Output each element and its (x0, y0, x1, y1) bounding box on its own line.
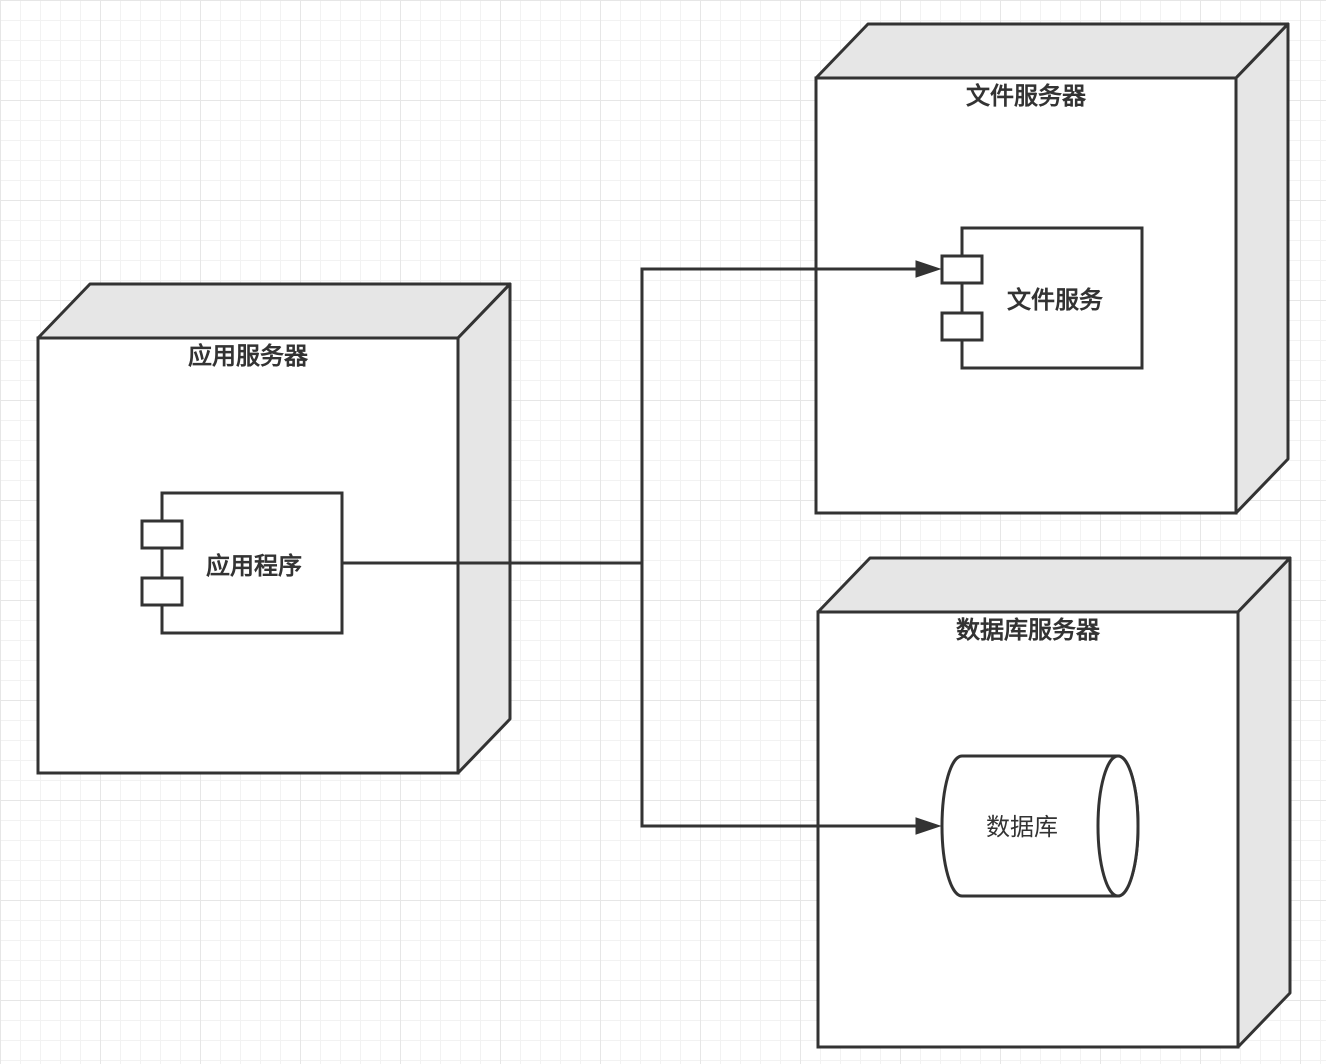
file-server-title: 文件服务器 (966, 82, 1087, 110)
application-component[interactable]: 应用程序 (140, 491, 344, 635)
connector-app-to-database[interactable] (640, 563, 920, 828)
application-component-port-top (140, 519, 184, 550)
app-server-node[interactable]: 应用服务器 (36, 282, 512, 775)
file-service-component-port-top (940, 254, 984, 285)
file-service-component-port-bottom (940, 311, 984, 342)
db-server-title: 数据库服务器 (956, 616, 1101, 644)
file-server-node-top (814, 22, 1290, 80)
file-service-component[interactable]: 文件服务 (940, 226, 1144, 370)
db-server-node-side (1236, 556, 1292, 1049)
database-cylinder[interactable]: 数据库 (940, 754, 1140, 898)
file-server-node-side (1234, 22, 1290, 515)
database-label: 数据库 (986, 813, 1058, 841)
file-service-component-label: 文件服务 (1007, 286, 1104, 314)
database-cylinder-end (1096, 754, 1140, 898)
app-server-node-top (36, 282, 512, 340)
application-component-box (160, 491, 344, 635)
arrowhead-file-service (915, 260, 942, 278)
db-server-node-top (816, 556, 1292, 614)
connector-app-to-file-service[interactable] (640, 267, 920, 563)
app-server-title: 应用服务器 (188, 342, 309, 370)
connectors (342, 260, 942, 835)
file-server-node[interactable]: 文件服务器 (814, 22, 1290, 515)
app-server-node-side (456, 282, 512, 775)
file-service-component-box (960, 226, 1144, 370)
application-component-port-bottom (140, 576, 184, 607)
arrowhead-database (915, 817, 942, 835)
application-component-label: 应用程序 (206, 552, 302, 580)
